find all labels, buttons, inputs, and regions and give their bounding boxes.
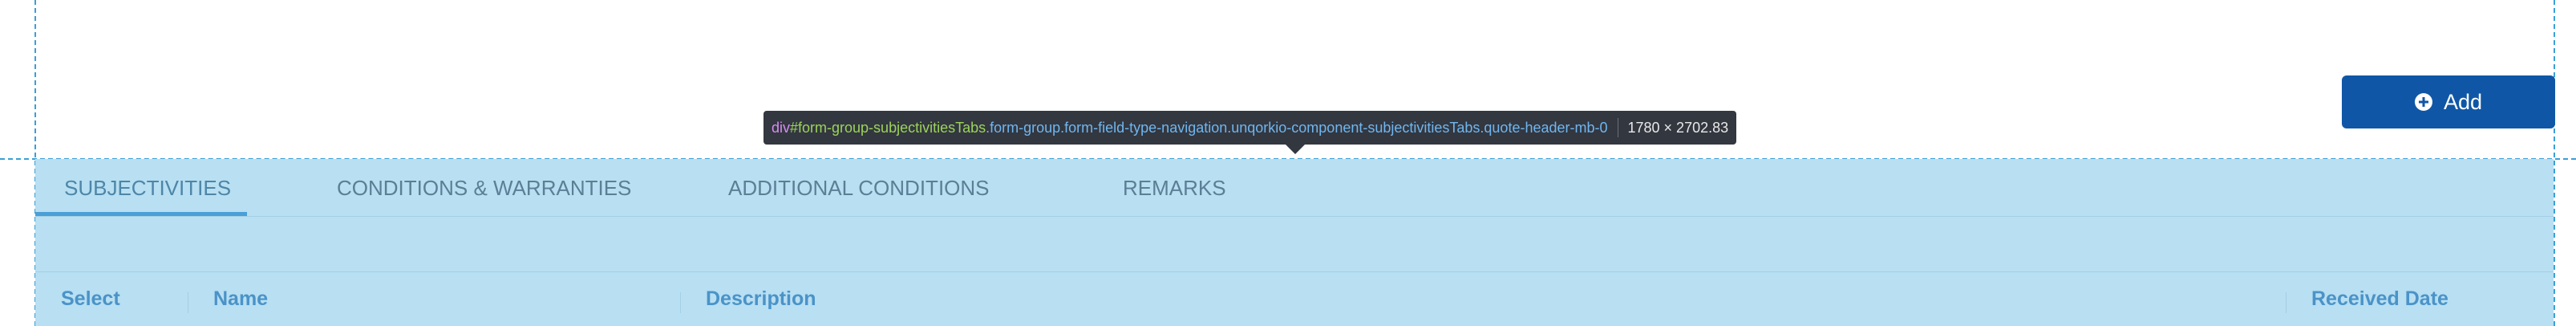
tab-remarks[interactable]: REMARKS bbox=[1123, 159, 1226, 217]
tooltip-classes: .form-group.form-field-type-navigation.u… bbox=[986, 119, 1608, 136]
column-header-select[interactable]: Select bbox=[61, 287, 120, 310]
add-button-label: Add bbox=[2443, 89, 2483, 114]
tab-label: ADDITIONAL CONDITIONS bbox=[728, 176, 990, 200]
tab-label: REMARKS bbox=[1123, 176, 1226, 200]
column-header-received-date[interactable]: Received Date bbox=[2311, 287, 2448, 310]
tab-label: CONDITIONS & WARRANTIES bbox=[337, 176, 632, 200]
tooltip-tag: div bbox=[772, 119, 791, 136]
guide-line-right bbox=[2554, 0, 2555, 326]
tooltip-dimensions: 1780 × 2702.83 bbox=[1627, 119, 1729, 136]
tab-label: SUBJECTIVITIES bbox=[64, 176, 232, 200]
tooltip-arrow-icon bbox=[1286, 145, 1305, 154]
devtools-inspector-tooltip: div#form-group-subjectivitiesTabs.form-g… bbox=[763, 111, 1737, 145]
column-header-name[interactable]: Name bbox=[213, 287, 269, 310]
plus-circle-icon bbox=[2414, 93, 2432, 111]
active-tab-indicator bbox=[35, 212, 247, 216]
tab-additional-conditions[interactable]: ADDITIONAL CONDITIONS bbox=[728, 159, 990, 217]
add-button[interactable]: Add bbox=[2342, 75, 2555, 128]
column-divider bbox=[680, 292, 681, 313]
tooltip-id: #form-group-subjectivitiesTabs bbox=[790, 119, 986, 136]
section-divider bbox=[35, 271, 2554, 272]
tab-conditions-warranties[interactable]: CONDITIONS & WARRANTIES bbox=[337, 159, 631, 217]
tab-bar: SUBJECTIVITIES CONDITIONS & WARRANTIES A… bbox=[35, 159, 2554, 217]
tab-subjectivities[interactable]: SUBJECTIVITIES bbox=[64, 159, 231, 217]
column-header-description[interactable]: Description bbox=[706, 287, 816, 310]
subjectivities-tabs-panel: SUBJECTIVITIES CONDITIONS & WARRANTIES A… bbox=[35, 159, 2554, 326]
